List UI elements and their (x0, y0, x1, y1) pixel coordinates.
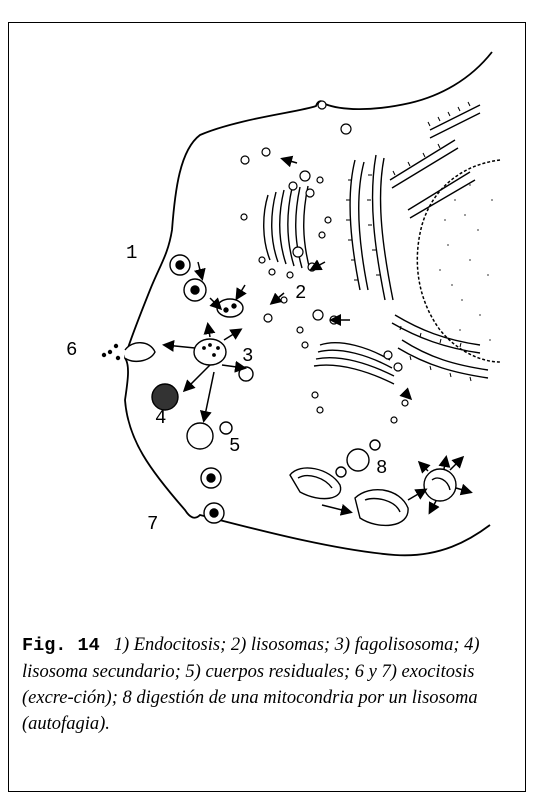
exocytosis-7 (201, 468, 224, 523)
endocytosis-vesicles (170, 255, 243, 317)
label-5: 5 (229, 435, 240, 457)
label-2: 2 (295, 282, 306, 304)
phagolysosome (194, 339, 226, 365)
exocytosis-6 (103, 343, 156, 362)
golgi-lower (314, 343, 394, 384)
golgi-upper (264, 186, 310, 270)
label-3: 3 (242, 345, 253, 367)
figure-number: Fig. 14 (22, 635, 100, 656)
label-1: 1 (126, 242, 137, 264)
arrows (165, 159, 470, 512)
label-8: 8 (376, 457, 387, 479)
label-6: 6 (66, 339, 77, 361)
label-7: 7 (147, 513, 158, 535)
residual-bodies (187, 367, 253, 449)
label-4: 4 (155, 407, 166, 429)
autophagy-mitochondria (290, 440, 456, 525)
